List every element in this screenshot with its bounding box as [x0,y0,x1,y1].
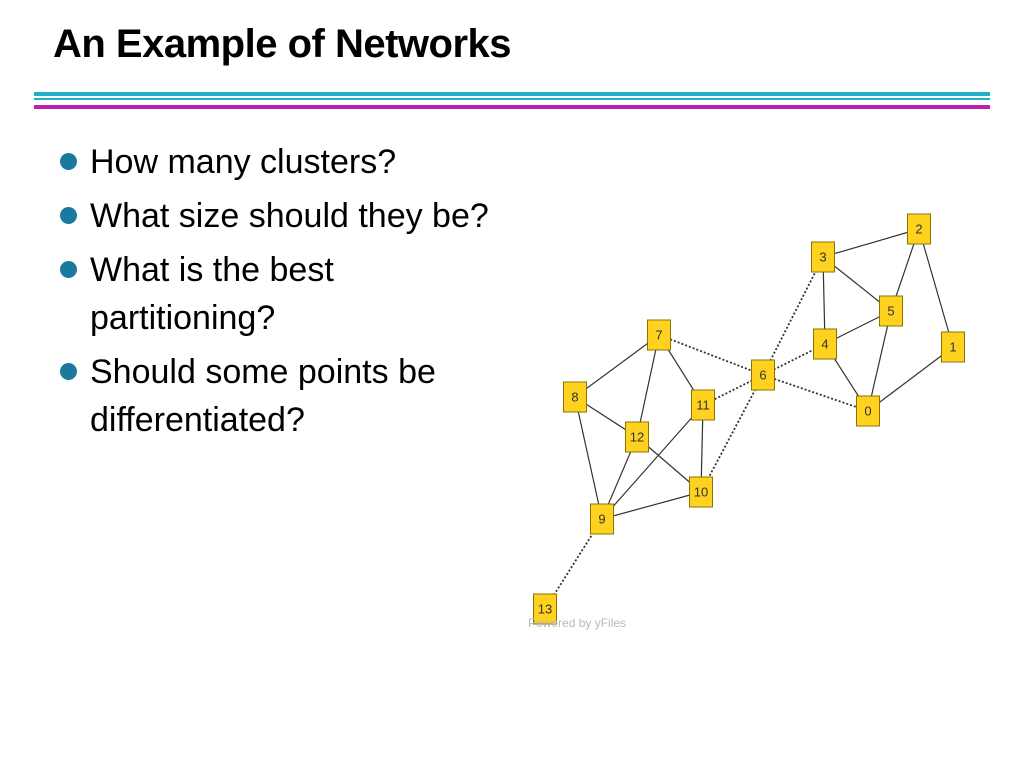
bullet-dot-icon [60,261,77,278]
title-rule-magenta [34,105,990,109]
bullet-item: How many clusters? [58,138,498,186]
bullet-text: Should some points be differentiated? [90,353,436,439]
network-node-11: 11 [691,389,715,421]
bullet-dot-icon [60,207,77,224]
svg-text:11: 11 [696,398,710,413]
bullet-item: Should some points be differentiated? [58,348,498,444]
bullet-dot-icon [60,363,77,380]
network-node-8: 8 [563,381,587,413]
network-node-1: 1 [941,331,965,363]
title-rule-cyan [34,92,990,96]
network-edge-8-9 [574,396,603,520]
network-node-7: 7 [647,319,671,351]
network-node-2: 2 [907,213,931,245]
network-edge-6-0 [762,374,869,412]
yfiles-watermark: Powered by yFiles [528,616,626,630]
network-node-4: 4 [813,328,837,360]
network-edge-7-12 [636,334,660,438]
title-rule-cyan-thin [34,98,990,100]
network-node-10: 10 [689,476,713,508]
svg-text:10: 10 [694,485,708,500]
network-edge-11-9 [601,404,704,520]
svg-text:3: 3 [819,250,826,265]
network-node-3: 3 [811,241,835,273]
network-edges [544,228,954,610]
network-edge-1-0 [867,346,954,412]
svg-text:13: 13 [538,602,552,617]
svg-text:0: 0 [864,404,871,419]
svg-text:2: 2 [915,222,922,237]
bullet-text: What is the best partitioning? [90,251,334,337]
svg-text:4: 4 [821,337,828,352]
page-title: An Example of Networks [53,22,512,66]
svg-text:8: 8 [571,390,578,405]
svg-text:9: 9 [598,512,605,527]
network-node-12: 12 [625,421,649,453]
bullet-dot-icon [60,153,77,170]
svg-text:5: 5 [887,304,894,319]
network-node-0: 0 [856,395,880,427]
network-edge-2-3 [822,228,920,258]
svg-text:6: 6 [759,368,766,383]
svg-text:7: 7 [655,328,662,343]
network-edge-7-6 [658,334,764,376]
network-node-9: 9 [590,503,614,535]
network-node-13: 13 [533,593,557,625]
bullet-list: How many clusters? What size should they… [58,138,498,450]
network-edge-5-0 [867,310,892,412]
network-node-6: 6 [751,359,775,391]
network-edge-10-9 [601,491,702,520]
svg-text:12: 12 [630,430,644,445]
bullet-text: How many clusters? [90,143,397,181]
network-node-5: 5 [879,295,903,327]
bullet-text: What size should they be? [90,197,489,235]
network-edge-7-8 [574,334,660,398]
bullet-item: What size should they be? [58,192,498,240]
svg-text:1: 1 [949,340,956,355]
network-edge-2-1 [918,228,954,348]
network-edge-6-11 [702,374,764,406]
bullet-item: What is the best partitioning? [58,246,498,342]
